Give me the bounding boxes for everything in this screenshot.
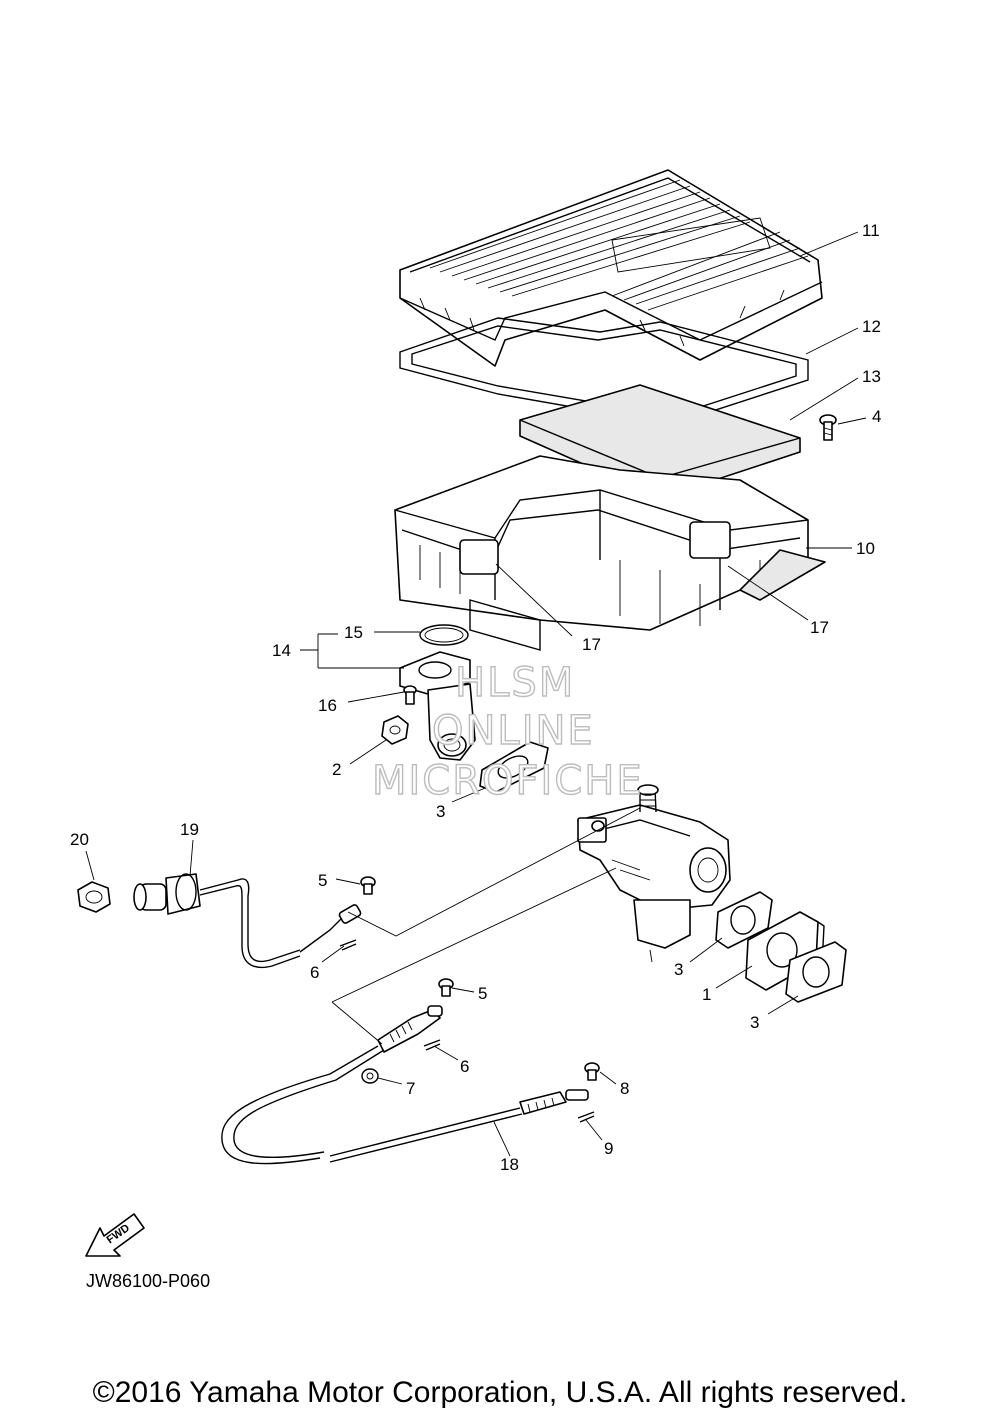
throttle-cable [221, 1005, 589, 1165]
gasket-mid [715, 891, 773, 949]
cover-gasket [399, 317, 809, 429]
callout-5-upper: 5 [318, 871, 327, 890]
callout-3-lower: 3 [750, 1013, 759, 1032]
callout-6-upper: 6 [310, 963, 319, 982]
callout-3-mid: 3 [674, 960, 683, 979]
callout-7: 7 [406, 1079, 415, 1098]
carburetor [577, 784, 731, 963]
callout-13: 13 [862, 367, 881, 386]
callout-20: 20 [70, 830, 89, 849]
choke-knob-cable [77, 873, 362, 969]
callout-10: 10 [856, 539, 875, 558]
nut [381, 715, 409, 745]
callout-15: 15 [344, 623, 363, 642]
callout-4: 4 [872, 407, 881, 426]
callout-16: 16 [318, 696, 337, 715]
clip-9 [577, 1111, 595, 1123]
screw-8 [584, 1062, 600, 1081]
callout-9: 9 [604, 1139, 613, 1158]
callout-2: 2 [332, 760, 341, 779]
callout-19: 19 [180, 820, 199, 839]
callout-17-left: 17 [582, 635, 601, 654]
callout-14: 14 [272, 641, 291, 660]
o-ring [419, 624, 469, 646]
callout-labels: 11 12 13 4 10 17 17 15 14 16 2 3 20 19 5… [70, 221, 881, 1174]
callout-11: 11 [862, 221, 880, 240]
watermark-line-1: HLSM [455, 660, 575, 706]
callout-5-lower: 5 [478, 984, 487, 1003]
fwd-arrow-icon: FWD [85, 1213, 145, 1257]
callout-6-lower: 6 [460, 1057, 469, 1076]
callout-1: 1 [702, 985, 711, 1004]
callout-3-upper: 3 [436, 802, 445, 821]
gasket-lower [785, 941, 847, 1003]
callout-12: 12 [862, 317, 881, 336]
bolt [403, 685, 417, 705]
screw-lower [438, 978, 454, 997]
callout-8: 8 [620, 1079, 629, 1098]
watermark: HLSM ONLINE MICROFICHE [371, 659, 644, 804]
watermark-line-2: ONLINE [432, 708, 595, 754]
copyright-notice: ©2016 Yamaha Motor Corporation, U.S.A. A… [92, 1376, 908, 1409]
callout-18: 18 [500, 1155, 519, 1174]
callout-17-right: 17 [810, 618, 829, 637]
clip-upper [339, 939, 357, 951]
gasket-upper [479, 741, 549, 793]
screw-upper [360, 876, 376, 895]
clip-lower [423, 1039, 441, 1051]
leader-lines [85, 231, 867, 1157]
air-box-case [394, 455, 826, 651]
washer [361, 1068, 379, 1084]
intake-joint [399, 651, 476, 761]
drawing-code: JW86100-P060 [86, 1271, 210, 1291]
screw [819, 414, 837, 441]
watermark-line-3: MICROFICHE [372, 758, 644, 804]
